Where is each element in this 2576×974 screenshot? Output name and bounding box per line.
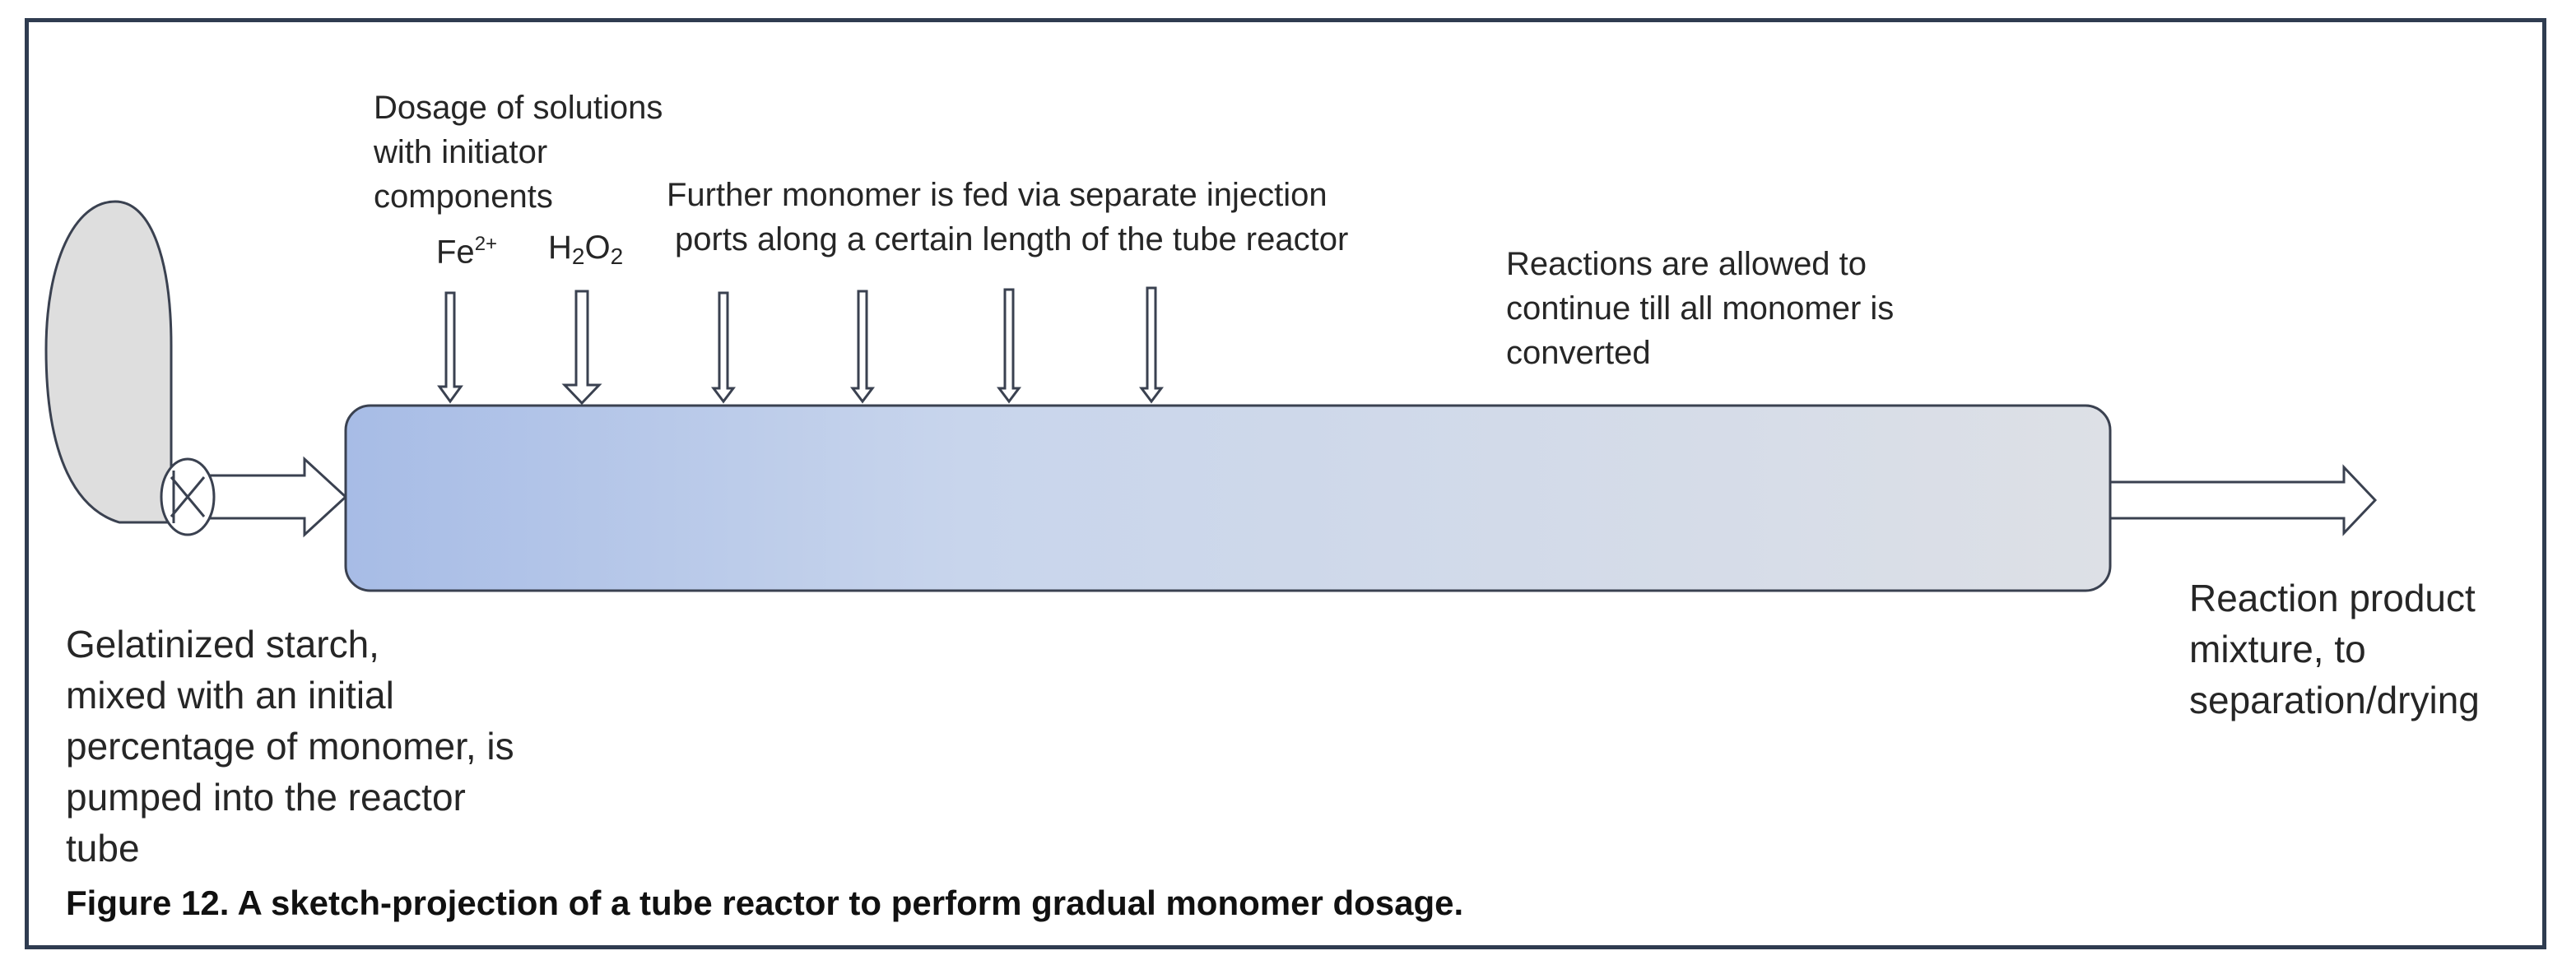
dosage-line-1: Dosage of solutions (374, 90, 663, 126)
monomer-feed-label: Further monomer is fed via separate inje… (667, 173, 1348, 262)
reactions-label: Reactions are allowed to continue till a… (1506, 242, 1894, 375)
outlet-arrow (2109, 464, 2378, 536)
reactions-line-3: converted (1506, 335, 1651, 371)
fe-dosing-arrow (437, 291, 463, 404)
reactions-line-2: continue till all monomer is (1506, 290, 1895, 327)
h2o2-sub-2: 2 (610, 244, 624, 269)
product-label: Reaction product mixture, to separation/… (2189, 573, 2480, 726)
h2o2-dosing-arrow (561, 290, 602, 406)
h2o2-label: H2O2 (548, 225, 623, 279)
fe-label-base: Fe (436, 234, 475, 271)
h2o2-o: O (584, 230, 611, 266)
monomer-feed-line-2: ports along a certain length of the tube… (675, 221, 1349, 257)
h2o2-sub-1: 2 (571, 244, 585, 269)
starch-line-5: tube (66, 827, 140, 870)
starch-line-4: pumped into the reactor (66, 776, 466, 819)
dosage-line-2: with initiator (374, 134, 548, 170)
product-line-2: mixture, to (2189, 628, 2366, 670)
monomer-injection-arrow-3 (997, 288, 1021, 404)
pump-valve-icon (160, 457, 216, 536)
product-line-1: Reaction product (2189, 577, 2476, 619)
dosage-label: Dosage of solutions with initiator compo… (374, 86, 663, 219)
reactions-line-1: Reactions are allowed to (1506, 246, 1867, 282)
tube-reactor (344, 404, 2112, 592)
monomer-injection-arrow-4 (1139, 286, 1164, 404)
h2o2-h: H (548, 230, 572, 266)
starch-label: Gelatinized starch, mixed with an initia… (66, 619, 514, 874)
product-line-3: separation/drying (2189, 679, 2480, 721)
figure-frame (25, 18, 2546, 949)
figure-caption: Figure 12. A sketch-projection of a tube… (66, 884, 1464, 922)
dosage-line-3: components (374, 179, 553, 215)
fe-label: Fe2+ (436, 222, 497, 275)
starch-tank (44, 200, 173, 524)
starch-line-2: mixed with an initial (66, 674, 394, 717)
fe-label-superscript: 2+ (474, 233, 498, 255)
starch-line-1: Gelatinized starch, (66, 623, 379, 666)
monomer-injection-arrow-2 (850, 290, 875, 404)
monomer-injection-arrow-1 (711, 291, 736, 404)
starch-line-3: percentage of monomer, is (66, 725, 514, 768)
monomer-feed-line-1: Further monomer is fed via separate inje… (667, 177, 1328, 213)
